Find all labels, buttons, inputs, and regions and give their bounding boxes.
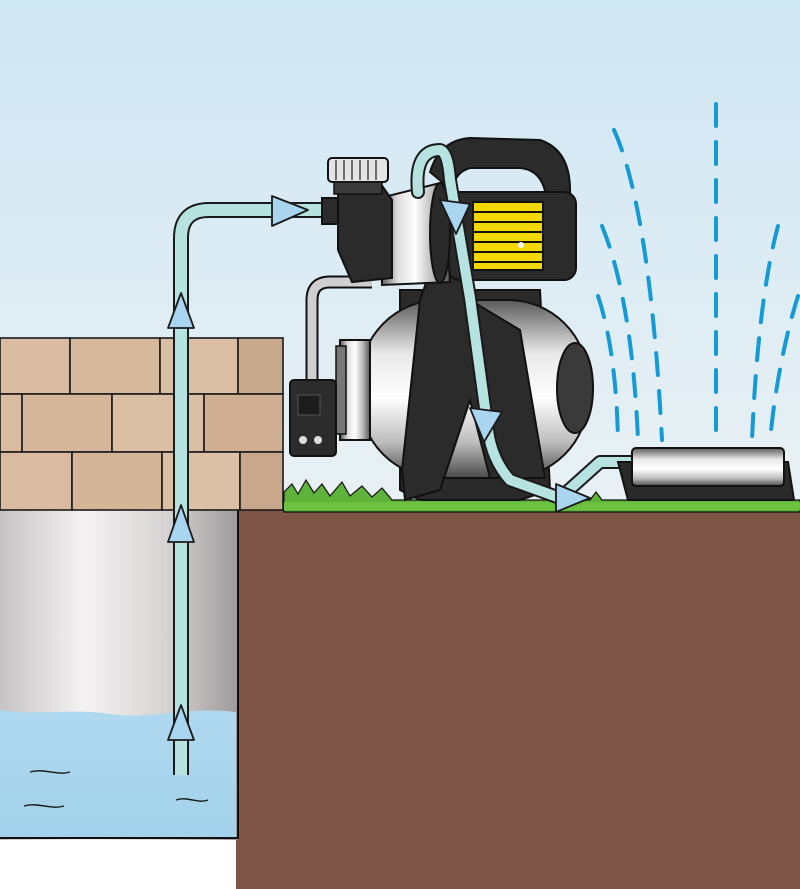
garden-pump xyxy=(289,136,594,502)
water-jets xyxy=(596,102,800,442)
filter-housing xyxy=(321,157,393,284)
flow-arrow xyxy=(271,195,309,227)
flow-arrow xyxy=(439,199,471,235)
flow-arrow xyxy=(167,504,195,543)
motor xyxy=(447,191,577,281)
pressure-switch xyxy=(289,379,337,457)
suction-pipe xyxy=(173,202,338,775)
flow-arrow xyxy=(555,483,591,513)
sprinkler xyxy=(616,447,796,501)
brick-wall xyxy=(0,337,284,511)
flow-arrows xyxy=(167,195,591,741)
soil xyxy=(236,505,800,889)
flow-arrow xyxy=(167,704,195,741)
flow-arrow xyxy=(167,292,195,329)
pump-flow-pipe xyxy=(410,143,637,505)
flow-arrow xyxy=(469,407,503,443)
well xyxy=(0,510,239,840)
well-water xyxy=(0,710,236,838)
